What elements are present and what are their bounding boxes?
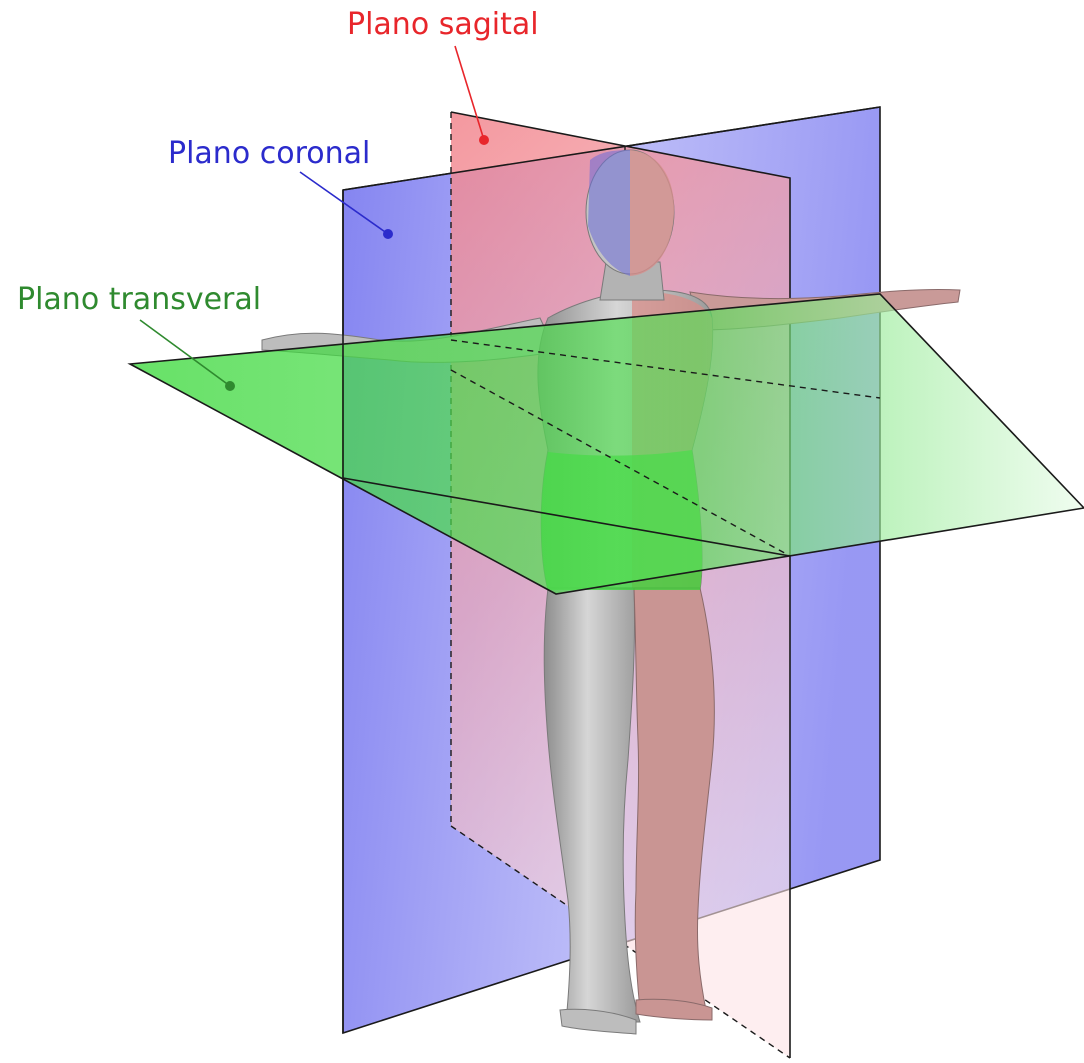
transverse-marker-dot <box>225 381 235 391</box>
transverse-plane-label: Plano transveral <box>17 282 261 317</box>
coronal-marker-dot <box>383 229 393 239</box>
sagittal-plane-label: Plano sagital <box>347 7 539 42</box>
sagittal-marker-dot <box>479 135 489 145</box>
sagittal-callout: Plano sagital <box>347 7 539 145</box>
coronal-plane-front-edges <box>342 106 881 1033</box>
transverse-plane <box>127 293 1084 595</box>
coronal-plane-label: Plano coronal <box>168 136 370 171</box>
coronal-callout: Plano coronal <box>168 136 393 239</box>
transverse-callout: Plano transveral <box>17 282 261 391</box>
right-leg <box>543 587 641 1023</box>
